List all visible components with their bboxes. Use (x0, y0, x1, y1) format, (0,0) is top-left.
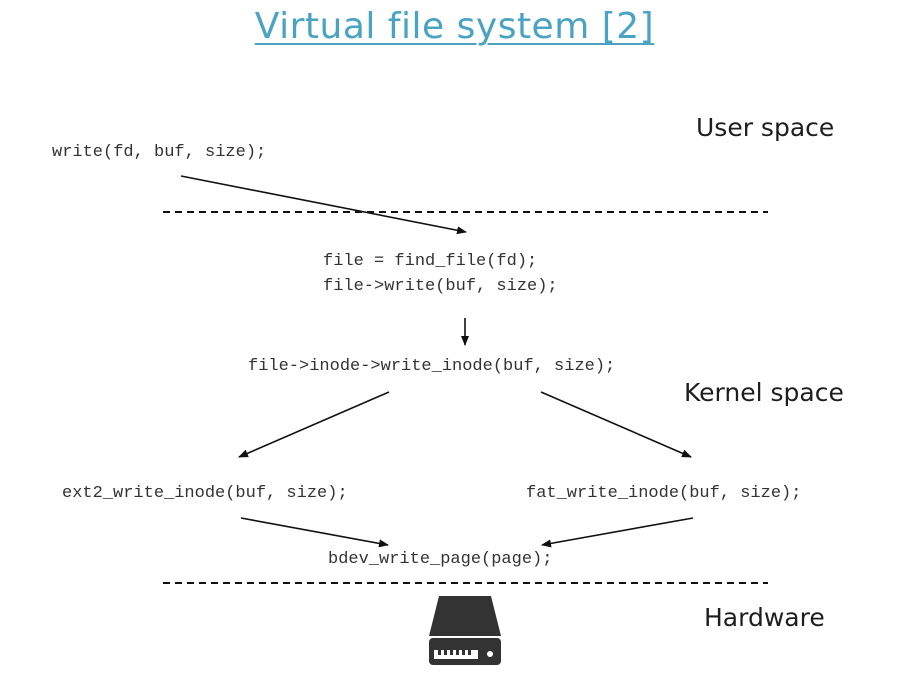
hardware-label: Hardware (704, 603, 825, 632)
file-write-call: file->write(buf, size); (323, 277, 558, 296)
find-file-call: file = find_file(fd); (323, 252, 538, 271)
arrow-inode-to-ext2 (238, 391, 390, 458)
arrow-inode-to-fat (540, 391, 692, 458)
page-title: Virtual file system [2] (254, 6, 655, 47)
arrow-fat-to-bdev (541, 517, 694, 548)
fat-write-call: fat_write_inode(buf, size); (526, 484, 802, 503)
bdev-write-call: bdev_write_page(page); (328, 550, 553, 569)
hard-drive-icon (429, 596, 501, 665)
kernel-space-label: Kernel space (684, 378, 844, 407)
user-write-call: write(fd, buf, size); (52, 143, 267, 162)
user-space-label: User space (696, 113, 835, 142)
ext2-write-call: ext2_write_inode(buf, size); (62, 484, 348, 503)
inode-write-call: file->inode->write_inode(buf, size); (248, 357, 616, 376)
arrow-write-to-find-file (180, 175, 467, 235)
arrow-ext2-to-bdev (240, 517, 389, 548)
